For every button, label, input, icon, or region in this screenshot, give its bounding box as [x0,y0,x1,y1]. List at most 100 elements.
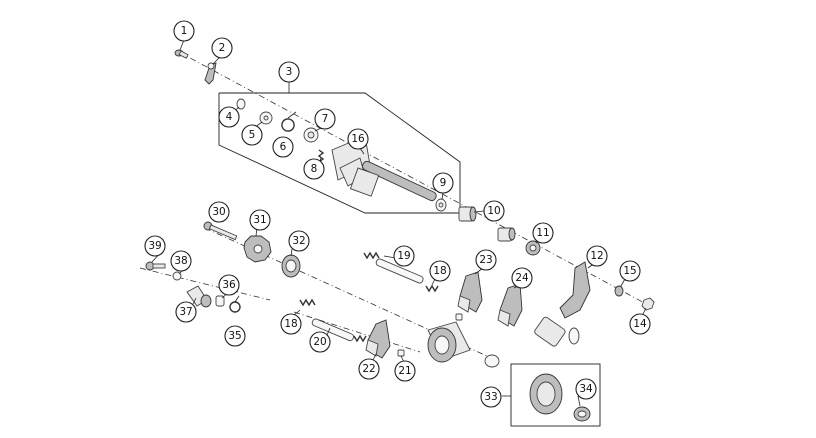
svg-text:4: 4 [226,111,233,123]
shift-star-31 [243,235,272,263]
svg-text:37: 37 [179,306,192,318]
callout-18-lower: 18 [280,313,302,335]
svg-text:15: 15 [623,265,636,277]
callout-37: 37 [175,301,197,323]
svg-text:38: 38 [174,255,187,267]
callout-2: 2 [211,37,233,59]
shift-shaft-16 [331,135,437,202]
svg-text:35: 35 [228,330,241,342]
washer-5 [259,111,273,125]
callout-12: 12 [586,245,608,267]
callout-14: 14 [629,313,651,335]
callout-21: 21 [394,360,416,382]
assembly-33-frame [510,363,601,427]
svg-text:7: 7 [322,113,329,125]
spring-18-upper [425,284,439,293]
callout-5: 5 [241,124,263,146]
callout-15: 15 [619,260,641,282]
callout-1: 1 [173,20,195,42]
callout-11: 11 [532,222,554,244]
shift-lever-2 [204,62,217,85]
svg-text:11: 11 [536,227,549,239]
svg-text:19: 19 [397,250,410,262]
svg-text:33: 33 [484,391,497,403]
svg-text:23: 23 [479,254,492,266]
callout-31: 31 [249,209,271,231]
svg-text:24: 24 [515,272,529,284]
svg-text:12: 12 [590,250,603,262]
callout-8: 8 [303,158,325,180]
svg-text:5: 5 [249,129,256,141]
bolt-30 [203,221,238,241]
callout-3: 3 [278,61,300,83]
svg-text:31: 31 [253,214,266,226]
washer-7 [303,127,319,143]
svg-text:8: 8 [311,163,318,175]
callout-32: 32 [288,230,310,252]
callout-35: 35 [224,325,246,347]
svg-text:16: 16 [351,133,365,145]
svg-text:6: 6 [280,141,287,153]
callout-23: 23 [475,249,497,271]
svg-text:10: 10 [487,205,500,217]
svg-text:22: 22 [362,363,375,375]
svg-text:20: 20 [313,336,326,348]
spring-19 [363,251,380,260]
washer-9 [435,198,447,212]
svg-text:30: 30 [212,206,225,218]
callout-38: 38 [170,250,192,272]
svg-text:18: 18 [433,265,446,277]
spring-18-lower [299,298,316,307]
fork-shaft-lower [311,318,355,342]
callout-6: 6 [272,136,294,158]
svg-text:39: 39 [148,240,161,252]
svg-text:21: 21 [398,365,411,377]
shift-drum-assembly-33 [529,373,591,422]
callout-30: 30 [208,201,230,223]
callout-18-upper: 18 [429,260,451,282]
spring-18-lower2 [353,334,367,343]
seal-ring-11 [525,240,541,256]
callout-24: 24 [511,267,533,289]
washer-15 [614,285,624,297]
shift-fork-22 [365,319,391,359]
bolt-39 [145,261,166,271]
svg-text:34: 34 [579,383,593,395]
spring-35 [229,295,241,313]
locking-lever-37 [186,285,212,308]
callout-16: 16 [347,128,369,150]
callout-7: 7 [314,108,336,130]
svg-text:2: 2 [219,42,226,54]
fork-shaft-upper [375,258,424,284]
callout-34: 34 [575,378,597,400]
screw-1 [174,49,189,59]
svg-text:18: 18 [284,318,297,330]
shift-fork-23 [457,271,483,313]
svg-text:32: 32 [292,235,305,247]
callout-19: 19 [393,245,415,267]
shift-fork-24 [497,283,523,327]
bushing-10b [497,227,516,242]
svg-text:9: 9 [440,177,447,189]
svg-text:3: 3 [286,66,293,78]
svg-text:36: 36 [222,279,236,291]
retaining-ring-4 [236,98,246,110]
callout-9: 9 [432,172,454,194]
callout-39: 39 [144,235,166,257]
callout-33: 33 [480,386,502,408]
callout-20: 20 [309,331,331,353]
callout-4: 4 [218,106,240,128]
return-spring-6 [281,111,297,132]
svg-text:14: 14 [633,318,647,330]
bearing-32 [281,254,301,278]
svg-text:1: 1 [181,25,188,37]
nut-14 [641,297,655,311]
shift-lever-12 [534,261,591,347]
callout-36: 36 [218,274,240,296]
callout-10: 10 [483,200,505,222]
callout-22: 22 [358,358,380,380]
shift-drum [427,321,500,368]
sleeve-36 [215,295,225,307]
bushing-10 [458,206,477,222]
